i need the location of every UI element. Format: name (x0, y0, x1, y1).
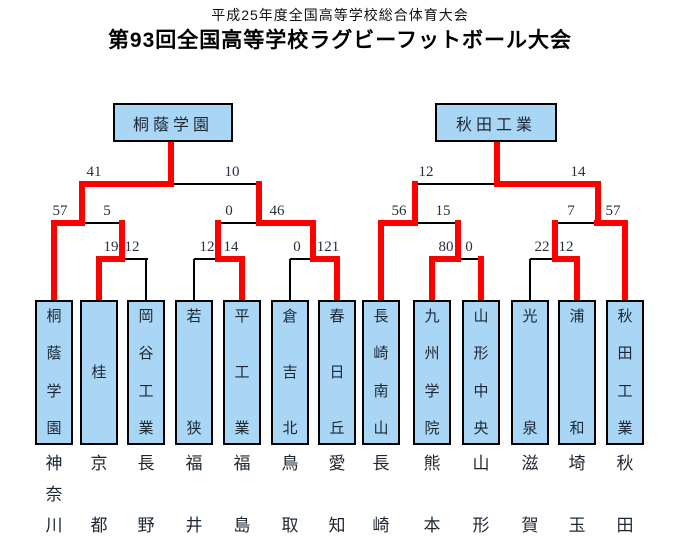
r1-kurayoshi-kasugaoka-right-leg (334, 256, 340, 301)
qf-toin-katsura-winner-path (51, 220, 85, 226)
qf-urawa-akita-score-right: 57 (605, 203, 621, 219)
r1-kurayoshi-kasugaoka-score-right: 121 (316, 239, 340, 255)
qf-nanzan-kyushu-score-right: 15 (435, 203, 451, 219)
qf-nanzan-kyushu-winner-path (378, 220, 418, 226)
r1-kyushu-yamagata-score-left: 80 (438, 239, 454, 255)
semifinal-right-score-left: 12 (418, 164, 434, 180)
prefecture-label-3: 長野 (137, 454, 155, 535)
prefecture-label-7: 愛知 (328, 454, 346, 535)
r1-kurayoshi-kasugaoka-left-leg (289, 259, 291, 301)
team-box-11: 光泉 (511, 300, 549, 445)
team-box-3: 岡谷工業 (127, 300, 165, 445)
qf-toin-katsura-score-right: 5 (103, 203, 111, 219)
r1-wakasa-taira-right-leg (239, 256, 245, 301)
qf-urawa-akita-score-left: 7 (567, 203, 575, 219)
r1-katsura-okaya-right-leg (145, 259, 147, 301)
semifinal-left-winner-path (79, 181, 174, 187)
qf-nanzan-kyushu-left-leg (378, 220, 384, 301)
r1-kyushu-yamagata-winner-path (429, 256, 461, 262)
r1-kosen-urawa-left-leg (529, 259, 531, 301)
prefecture-label-10: 山形 (472, 454, 490, 535)
r1-wakasa-taira-score-left: 12 (199, 239, 215, 255)
semifinal-left-score-left: 41 (86, 164, 102, 180)
qf-nanzan-kyushu-line (381, 222, 460, 224)
semifinal-right-winner-path (494, 181, 601, 187)
r1-katsura-okaya-winner-path (96, 256, 125, 262)
qf-taira-kasugaoka-score-left: 0 (225, 203, 233, 219)
team-box-6: 倉吉北 (271, 300, 309, 445)
prefecture-label-6: 鳥取 (281, 454, 299, 535)
semifinal-left-left-leg (79, 181, 85, 226)
r1-kurayoshi-kasugaoka-score-left: 0 (293, 239, 301, 255)
finalist-box-1: 桐蔭学園 (113, 103, 233, 142)
prefecture-label-12: 埼玉 (568, 454, 586, 535)
team-box-7: 春日丘 (318, 300, 356, 445)
team-box-12: 浦和 (558, 300, 596, 445)
team-box-10: 山形中央 (462, 300, 500, 445)
tournament-supertitle: 平成25年度全国高等学校総合体育大会 (211, 7, 469, 23)
finalist-box-2: 秋田工業 (435, 103, 557, 142)
r1-kurayoshi-kasugaoka-winner-path (310, 256, 340, 262)
r1-kyushu-yamagata-score-right: 0 (465, 239, 473, 255)
r1-kosen-urawa-score-right: 12 (558, 239, 574, 255)
qf-taira-kasugaoka-winner-path (256, 220, 316, 226)
team-box-1: 桐蔭学園 (35, 300, 73, 445)
tournament-title: 第93回全国高等学校ラグビーフットボール大会 (107, 29, 573, 52)
r1-wakasa-taira-winner-path (215, 256, 245, 262)
team-box-5: 平工業 (223, 300, 261, 445)
qf-toin-katsura-line (54, 222, 124, 224)
qf-urawa-akita-line (555, 222, 627, 224)
semifinal-left-right-leg (256, 181, 262, 226)
semifinal-right-right-leg (595, 181, 601, 226)
qf-toin-katsura-left-leg (51, 220, 57, 301)
team-box-4: 若狭 (175, 300, 213, 445)
semifinal-left-score-right: 10 (224, 164, 240, 180)
r1-katsura-okaya-left-leg (96, 256, 102, 301)
semifinal-right-score-right: 14 (570, 164, 586, 180)
qf-urawa-akita-right-leg (622, 220, 628, 301)
team-box-8: 長崎南山 (362, 300, 400, 445)
qf-taira-kasugaoka-right-leg (310, 220, 316, 262)
prefecture-label-1: 神奈川 (45, 454, 63, 535)
team-box-9: 九州学院 (413, 300, 451, 445)
r1-katsura-okaya-score-right: 12 (124, 239, 140, 255)
qf-toin-katsura-score-left: 57 (52, 203, 68, 219)
qf-urawa-akita-left-leg (552, 220, 558, 262)
prefecture-label-13: 秋田 (616, 454, 634, 535)
prefecture-label-9: 熊本 (423, 454, 441, 535)
r1-katsura-okaya-score-left: 19 (103, 239, 119, 255)
r1-kyushu-yamagata-left-leg (429, 256, 435, 301)
qf-taira-kasugaoka-score-right: 46 (269, 203, 285, 219)
qf-toin-katsura-right-leg (119, 220, 125, 262)
r1-wakasa-taira-score-right: 14 (223, 239, 239, 255)
qf-nanzan-kyushu-score-left: 56 (391, 203, 407, 219)
semifinal-right-champion-stub (494, 141, 500, 187)
r1-wakasa-taira-left-leg (193, 259, 195, 301)
prefecture-label-2: 京都 (90, 454, 108, 535)
prefecture-label-8: 長崎 (372, 454, 390, 535)
prefecture-label-4: 福井 (185, 454, 203, 535)
prefecture-label-5: 福島 (233, 454, 251, 535)
semifinal-left-champion-stub (168, 141, 174, 187)
prefecture-label-11: 滋賀 (521, 454, 539, 535)
qf-urawa-akita-winner-path (594, 220, 628, 226)
semifinal-right-left-leg (412, 181, 418, 226)
r1-kosen-urawa-winner-path (552, 256, 580, 262)
qf-taira-kasugaoka-left-leg (215, 220, 221, 262)
team-box-2: 桂 (80, 300, 118, 445)
team-box-13: 秋田工業 (606, 300, 644, 445)
qf-nanzan-kyushu-right-leg (455, 220, 461, 262)
r1-kosen-urawa-right-leg (574, 256, 580, 301)
r1-kosen-urawa-score-left: 22 (534, 239, 550, 255)
r1-kyushu-yamagata-right-leg (478, 256, 484, 301)
